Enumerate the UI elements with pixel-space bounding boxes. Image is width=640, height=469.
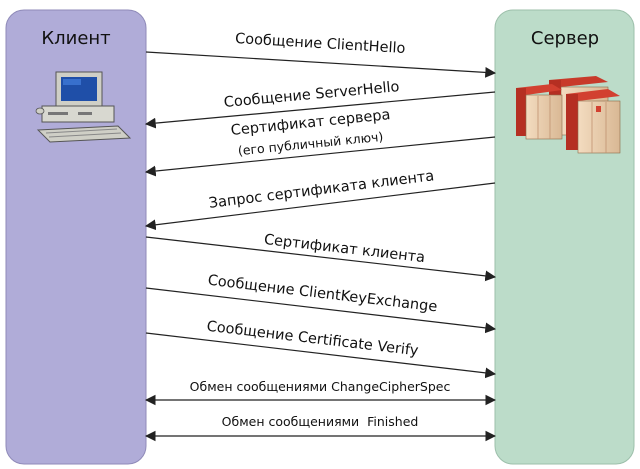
server-title: Сервер xyxy=(531,28,599,49)
client-lane: Клиент xyxy=(5,9,147,465)
label-certificate-request: Запрос сертификата клиента xyxy=(208,168,435,212)
label-client-certificate: Сертификат клиента xyxy=(263,232,426,266)
arrow-client-key-exchange xyxy=(145,287,497,334)
server-lane: Сервер xyxy=(494,9,635,465)
arrow-client-certificate xyxy=(145,236,497,282)
label-server-hello: Сообщение ServerHello xyxy=(223,79,400,111)
server-icon xyxy=(516,76,621,154)
arrow-server-hello xyxy=(144,91,496,129)
label-change-cipher-spec: Обмен сообщениями ChangeCipherSpec xyxy=(190,379,451,394)
label-finished: Обмен сообщениями Finished xyxy=(222,414,419,429)
arrow-certificate-verify xyxy=(145,332,497,379)
label-client-hello: Сообщение ClientHello xyxy=(235,31,406,57)
message-labels: Сообщение ClientHello Сообщение ServerHe… xyxy=(190,31,451,429)
client-title: Клиент xyxy=(41,28,110,49)
label-certificate-verify: Сообщение Certificate Verify xyxy=(206,319,420,360)
server-lane-box xyxy=(494,9,635,465)
computer-icon xyxy=(35,71,132,143)
arrow-server-certificate xyxy=(144,136,496,177)
message-arrows xyxy=(144,51,497,442)
arrow-certificate-request xyxy=(144,182,496,231)
arrow-client-hello xyxy=(145,51,497,78)
